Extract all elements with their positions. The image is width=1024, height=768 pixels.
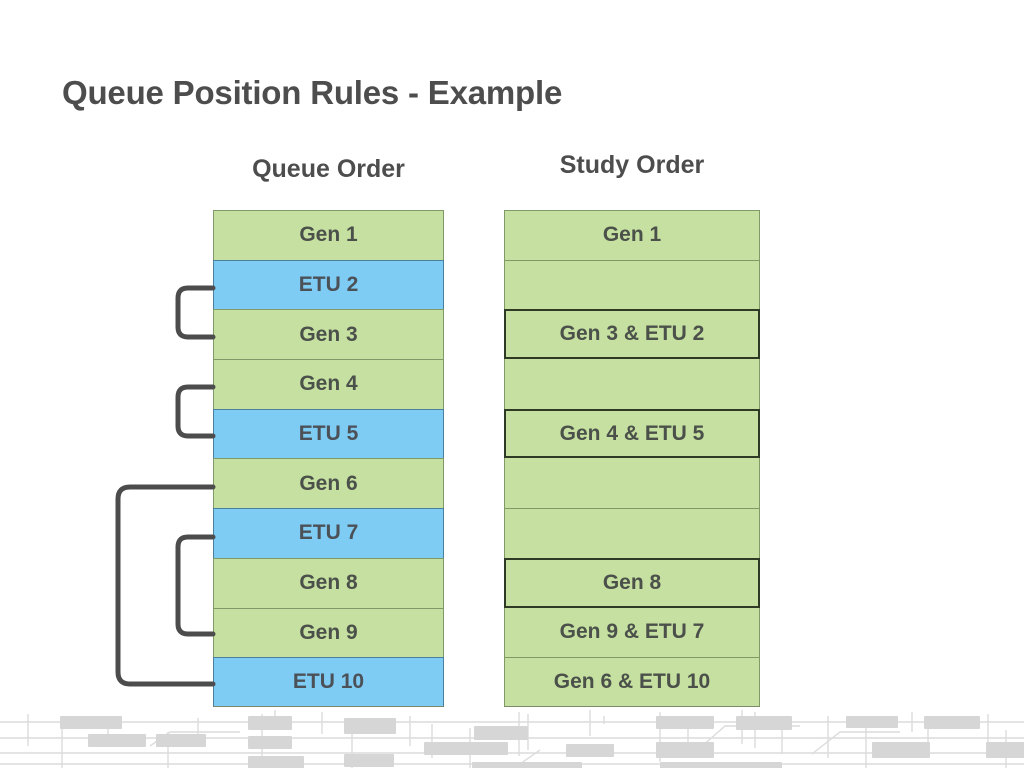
study-order-cell: Gen 9 & ETU 7 — [504, 607, 760, 658]
page-title: Queue Position Rules - Example — [62, 74, 563, 111]
bracket-gen4-etu5 — [175, 384, 216, 439]
study-order-cell — [504, 458, 760, 509]
queue-order-header: Queue Order — [252, 155, 405, 183]
queue-order-cell: ETU 7 — [213, 508, 444, 558]
queue-order-cell: ETU 10 — [213, 657, 444, 707]
circuit-graphic — [0, 710, 1024, 768]
queue-order-cell: ETU 2 — [213, 259, 444, 310]
queue-order-cell: Gen 3 — [213, 309, 444, 360]
queue-order-cell: Gen 6 — [213, 458, 444, 509]
study-order-header: Study Order — [559, 151, 705, 179]
study-order-cell: Gen 6 & ETU 10 — [504, 657, 760, 707]
queue-order-cell: Gen 4 — [213, 359, 444, 409]
queue-order-cell: Gen 1 — [213, 210, 444, 260]
circuit-board-decoration — [0, 706, 1024, 768]
study-order-cell — [504, 259, 760, 310]
bracket-gen6-etu10 — [115, 484, 216, 687]
queue-order-cell: Gen 9 — [213, 607, 444, 658]
bracket-etu7-gen9 — [175, 534, 216, 637]
study-order-cell: Gen 3 & ETU 2 — [504, 309, 760, 360]
study-order-cell — [504, 359, 760, 409]
queue-order-cell: ETU 5 — [213, 408, 444, 459]
queue-order-cell: Gen 8 — [213, 557, 444, 608]
study-order-cell — [504, 508, 760, 558]
study-order-cell: Gen 4 & ETU 5 — [504, 408, 760, 459]
study-order-cell: Gen 1 — [504, 210, 760, 260]
bracket-etu2-gen3 — [175, 285, 216, 340]
study-order-cell: Gen 8 — [504, 557, 760, 608]
